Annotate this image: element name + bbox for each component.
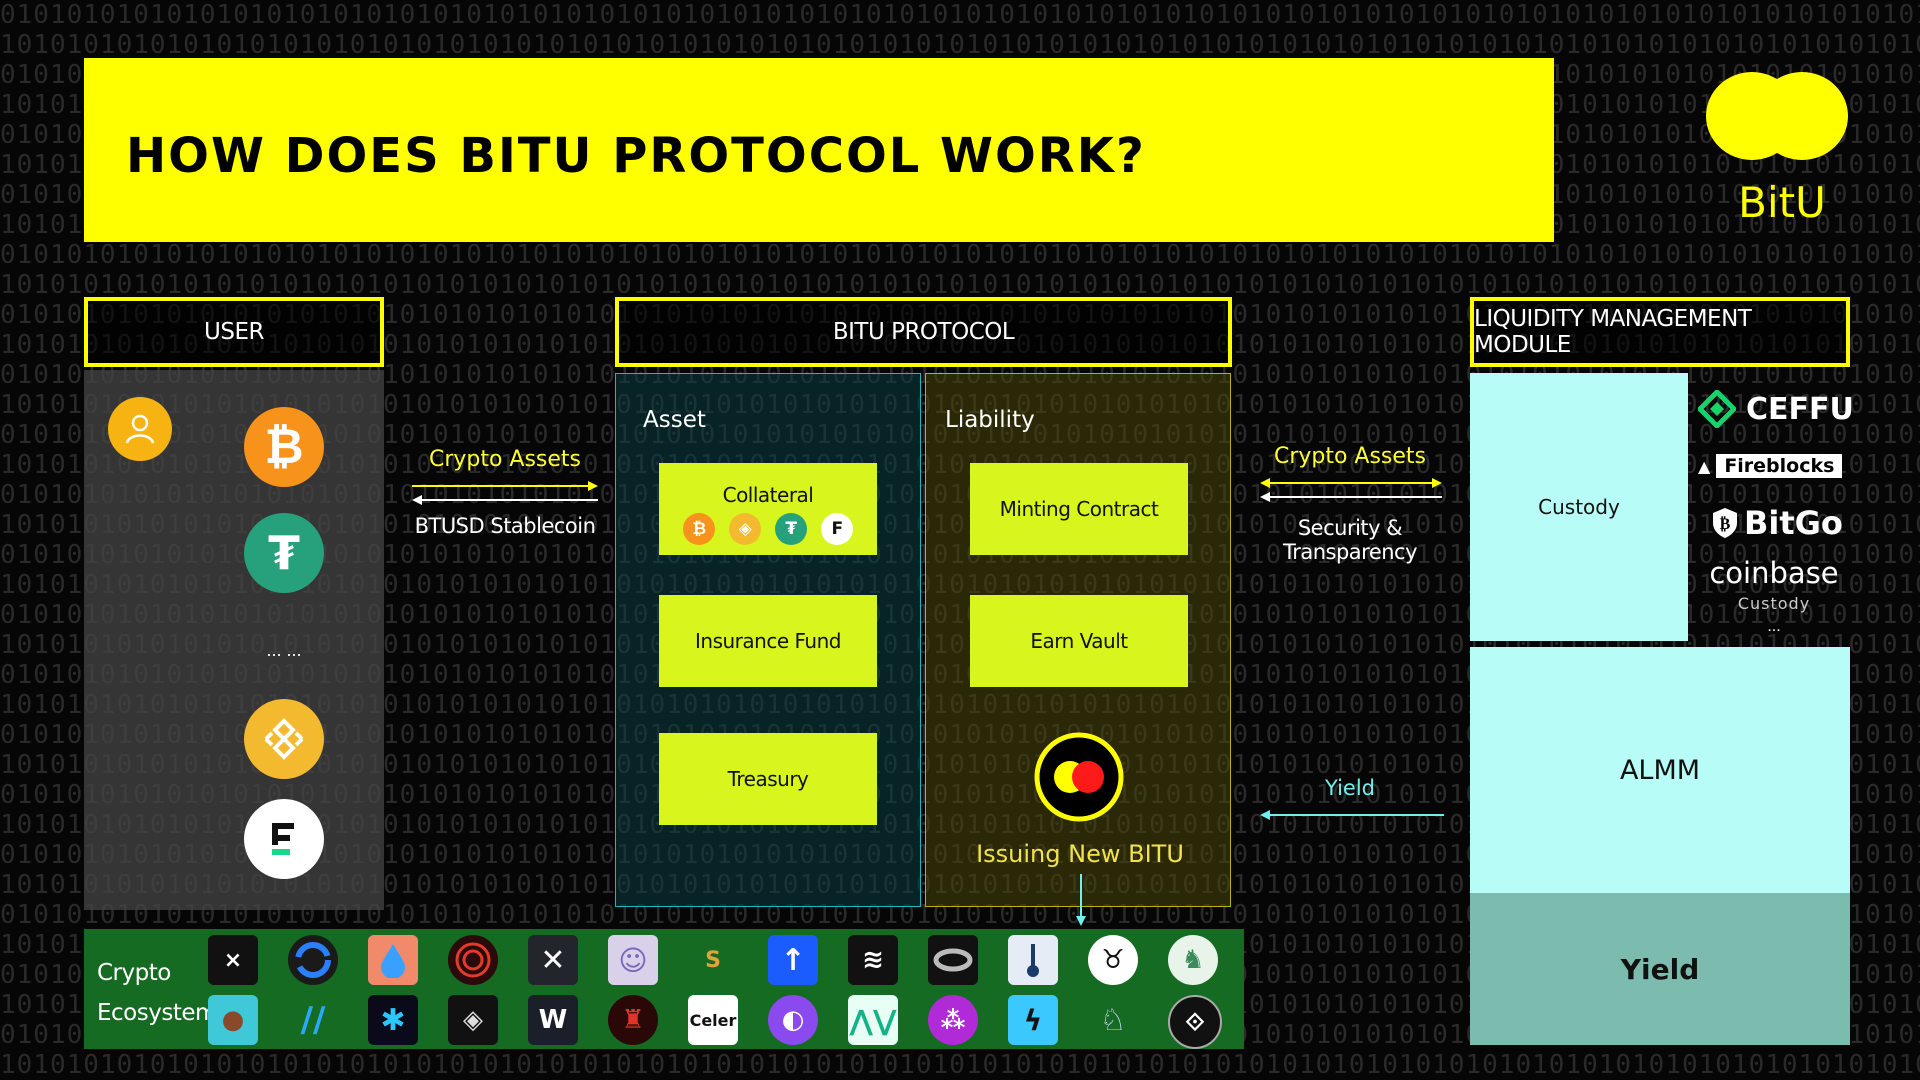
left-flow-arrows bbox=[412, 481, 598, 505]
waves-logo-icon: ≋ bbox=[848, 935, 898, 985]
fireblocks-name: Fireblocks bbox=[1716, 454, 1843, 478]
insurance-fund-box: Insurance Fund bbox=[659, 595, 877, 687]
lightning-logo-icon: ⨯ bbox=[208, 935, 258, 985]
right-flow-top-label: Crypto Assets bbox=[1273, 444, 1427, 469]
bunny-logo-icon: ● bbox=[208, 995, 258, 1045]
coinbase-sub: Custody bbox=[1737, 594, 1811, 613]
tether-icon: ₮ bbox=[775, 513, 807, 545]
left-flow-top-label: Crypto Assets bbox=[428, 447, 582, 472]
fireblocks-icon: ▲ bbox=[1698, 456, 1711, 476]
almm-box: ALMM bbox=[1470, 647, 1850, 893]
w-logo-icon: W bbox=[528, 995, 578, 1045]
bitcoin-icon: ₿ bbox=[683, 513, 715, 545]
ecosystem-label-line2: Ecosystem bbox=[97, 1000, 217, 1026]
fdusd-icon: F bbox=[821, 513, 853, 545]
right-flow-bottom-label: Security & Transparency bbox=[1282, 516, 1418, 564]
fireblocks-logo: ▲ Fireblocks bbox=[1698, 454, 1843, 478]
nodes-logo-icon: ⁂ bbox=[928, 995, 978, 1045]
custodian-ellipsis: ... bbox=[1767, 618, 1781, 635]
issuing-label: Issuing New BITU bbox=[976, 840, 1184, 868]
diamond-logo-icon: ◈ bbox=[448, 995, 498, 1045]
page-title: HOW DOES BITU PROTOCOL WORK? bbox=[126, 128, 1146, 184]
yield-box: Yield bbox=[1470, 893, 1850, 1045]
treasury-box: Treasury bbox=[659, 733, 877, 825]
minting-contract-box: Minting Contract bbox=[970, 463, 1188, 555]
brand-name: BitU bbox=[1738, 178, 1826, 227]
link-logo-icon: ⟐ bbox=[1168, 995, 1222, 1049]
title-banner: HOW DOES BITU PROTOCOL WORK? bbox=[84, 58, 1554, 242]
issuing-down-arrow bbox=[1076, 874, 1086, 926]
llama-logo-icon: ♞ bbox=[1168, 935, 1218, 985]
swoosh-logo-icon: ∕∕ bbox=[300, 1000, 326, 1040]
collateral-label: Collateral bbox=[722, 483, 814, 507]
earn-vault-box: Earn Vault bbox=[970, 595, 1188, 687]
x-logo-icon: ✕ bbox=[528, 935, 578, 985]
coinbase-name: coinbase bbox=[1709, 556, 1839, 590]
section-header-user: USER bbox=[84, 297, 384, 367]
samurai-logo-icon: ♜ bbox=[608, 995, 658, 1045]
ceffu-name: CEFFU bbox=[1746, 391, 1854, 427]
unicorn-logo-icon: ♘ bbox=[1099, 1002, 1127, 1038]
asset-label: Asset bbox=[643, 407, 706, 433]
svg-text:₿: ₿ bbox=[1720, 514, 1731, 533]
bitu-logo-icon bbox=[1706, 72, 1848, 160]
drop-logo-icon bbox=[368, 935, 418, 985]
section-header-protocol: BITU PROTOCOL bbox=[615, 297, 1232, 367]
star-logo-icon: ✱ bbox=[368, 995, 418, 1045]
bolt-logo-icon: ϟ bbox=[1008, 995, 1058, 1045]
bitgo-shield-icon: ₿ bbox=[1713, 508, 1737, 538]
circle-logo-icon bbox=[288, 935, 338, 985]
left-flow-bottom-label: BTUSD Stablecoin bbox=[414, 514, 596, 538]
section-header-liquidity: LIQUIDITY MANAGEMENT MODULE bbox=[1470, 297, 1850, 367]
orb-logo-icon: ◐ bbox=[768, 995, 818, 1045]
collateral-box: Collateral ₿ ◈ ₮ F bbox=[659, 463, 877, 555]
bitu-issue-icon bbox=[1034, 732, 1124, 822]
celer-logo-icon: Celer bbox=[688, 995, 738, 1045]
tether-icon: ₮ bbox=[244, 513, 324, 593]
bitcoin-icon: ₿ bbox=[244, 407, 324, 487]
thermo-logo-icon bbox=[1008, 935, 1058, 985]
ecosystem-label-line1: Crypto bbox=[97, 960, 171, 986]
cow-logo-icon: ♉ bbox=[1088, 935, 1138, 985]
zigzag-logo-icon: ⋀⋁ bbox=[848, 995, 898, 1045]
user-icon bbox=[108, 397, 172, 461]
liability-label: Liability bbox=[945, 407, 1035, 433]
target-logo-icon bbox=[448, 935, 498, 985]
right-flow-arrows bbox=[1260, 478, 1442, 502]
arrow-up-logo-icon: ↑ bbox=[768, 935, 818, 985]
custody-box: Custody bbox=[1470, 373, 1688, 641]
ceffu-logo: CEFFU bbox=[1698, 390, 1854, 428]
yield-flow-label: Yield bbox=[1325, 776, 1375, 800]
ring-logo-icon bbox=[928, 935, 978, 985]
bitgo-name: BitGo bbox=[1744, 504, 1843, 542]
bitgo-logo: ₿ BitGo bbox=[1712, 504, 1843, 542]
user-ellipsis: ... ... bbox=[266, 640, 302, 660]
bnb-icon: ◈ bbox=[729, 513, 761, 545]
ghost-logo-icon: ☺ bbox=[608, 935, 658, 985]
yield-flow-arrow bbox=[1260, 810, 1444, 820]
ecosystem-logo-grid: ⨯ ✕ ☺ S ↑ ≋ ♉ ♞ ● ∕∕ ✱ ◈ W ♜ Celer ◐ ⋀⋁ … bbox=[208, 935, 1238, 1049]
bnb-icon bbox=[244, 699, 324, 779]
ceffu-icon bbox=[1698, 390, 1736, 428]
s-logo-icon: S bbox=[705, 947, 721, 973]
fdusd-icon bbox=[244, 799, 324, 879]
